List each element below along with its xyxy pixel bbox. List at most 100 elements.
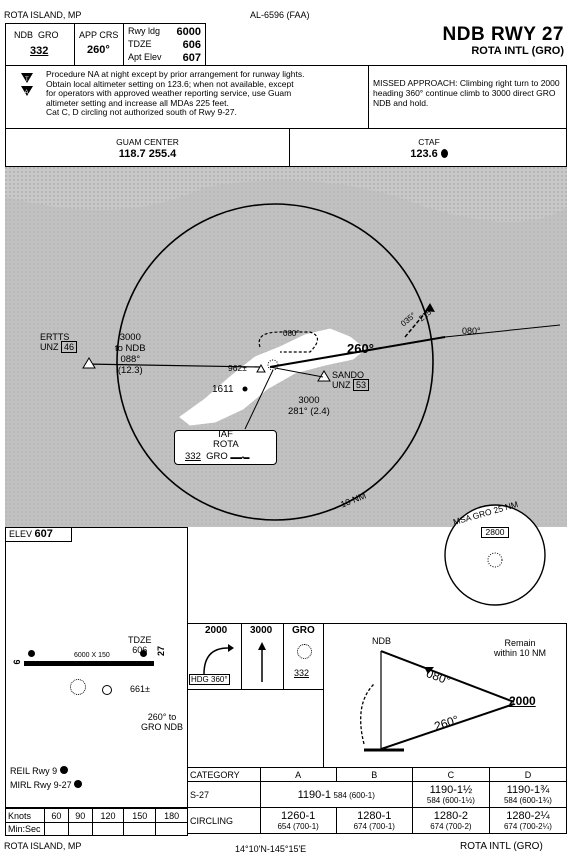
to-gro-ndb: 260° to GRO NDB <box>141 712 183 732</box>
ertts-route <box>84 363 261 368</box>
iaf-label: IAF <box>218 429 233 440</box>
header-location: ROTA ISLAND, MP <box>4 10 82 20</box>
plan-view <box>5 167 567 606</box>
tdze-label: TDZE <box>128 39 152 49</box>
remain-line2: within 10 NM <box>494 648 547 658</box>
mirl-text: MIRL Rwy 9-27 <box>10 780 72 790</box>
minima-header: D <box>488 767 568 782</box>
beacon-icon <box>70 679 86 695</box>
minima-row-label: S-27 <box>187 781 261 808</box>
elev-label: ELEV <box>9 529 33 539</box>
apt-elev-value: 607 <box>182 52 201 64</box>
sando-route-label: 3000 281° (2.4) <box>288 395 330 417</box>
arrow-icon <box>228 644 234 652</box>
minima-header: A <box>259 767 337 782</box>
morse-icon: ▬ ▬ ▪ ▬ <box>230 455 249 461</box>
ertts-fix-icon <box>82 357 96 369</box>
timing-cell <box>67 822 93 836</box>
remain-note: Remain within 10 NM <box>494 638 546 658</box>
reil-note-icon <box>59 766 68 774</box>
ertts-label: ERTTS UNZ 46 <box>40 332 78 353</box>
iaf-leader <box>244 369 274 430</box>
holding-pattern <box>258 331 319 353</box>
missed-approach-text: MISSED APPROACH: Climbing right turn to … <box>373 78 560 108</box>
profile-alt: 2000 <box>509 694 536 708</box>
hold-crs: 080° <box>283 329 300 338</box>
icon-gro: GRO <box>292 625 315 636</box>
runway-27: 27 <box>156 645 167 657</box>
icon-climb-2000: 2000 HDG 360° <box>187 623 242 690</box>
notes-text: Procedure NA at night except by prior ar… <box>46 69 366 118</box>
icon-alt2: 3000 <box>250 625 273 636</box>
apt-elev-label: Apt Elev <box>128 52 162 62</box>
sketch-tdze: TDZE 606 <box>128 635 152 655</box>
footer-coords: 14°10'N-145°15'E <box>235 844 307 854</box>
airport-name: ROTA INTL (GRO) <box>471 45 564 57</box>
timing-speed: 180 <box>155 808 188 823</box>
timing-cell <box>155 822 188 836</box>
timing-minsec-row: Min:Sec <box>5 822 188 836</box>
ctaf-freq-value: 123.6 <box>410 148 438 160</box>
spot-elevation-icon <box>242 386 248 392</box>
island <box>179 328 366 426</box>
note-line: altimeter setting and increase all MDAs … <box>46 97 229 108</box>
ob-661: 661± <box>130 684 150 694</box>
timing-label: Knots <box>5 808 45 823</box>
triangle-t-icon <box>21 73 33 83</box>
minima-sub: 584 (600-1) <box>333 790 375 800</box>
timing-cell <box>91 822 125 836</box>
reil-text: REIL Rwy 9 <box>10 766 58 776</box>
notes-symbols: T A <box>21 73 33 96</box>
airport-sketch: ELEV 607 TDZE 606 6000 X 150 27 9 661± 2… <box>5 527 188 808</box>
minima-row-label: CIRCLING <box>187 807 261 834</box>
minima-sub: 584 (600-1½) <box>426 796 475 805</box>
guam-center-label: GUAM CENTER <box>116 137 179 147</box>
timing-cell <box>44 822 69 836</box>
arrow-icon <box>424 667 434 674</box>
rwy-box: Rwy ldg 6000 TDZE 606 Apt Elev 607 <box>123 23 206 66</box>
ndb-id: GRO <box>38 30 59 40</box>
course-line-ext <box>444 324 561 338</box>
runway-dims: 6000 X 150 <box>74 652 110 659</box>
sando-unz-value: 53 <box>353 379 370 391</box>
sketch-tdze-value: 606 <box>132 645 148 655</box>
tdze-value: 606 <box>182 39 201 51</box>
app-crs-label: APP CRS <box>79 30 119 40</box>
inbound-crs: 260° <box>347 341 374 356</box>
minima-table: CATEGORY A B C D S-27 1190-1 584 (600-1)… <box>187 767 568 834</box>
ertts-alt: 3000 <box>119 332 141 343</box>
ob-1611: 1611 <box>212 384 234 395</box>
outbound-leg <box>380 650 515 703</box>
mirl-note-icon <box>74 780 83 788</box>
icon-hdg: HDG 360° <box>189 674 230 685</box>
remain-line1: Remain <box>504 638 536 648</box>
minima-header: CATEGORY <box>187 767 261 782</box>
elev-value: 607 <box>34 528 53 540</box>
iaf-id: GRO <box>206 451 228 462</box>
minima-main: 1260-1 <box>281 810 316 822</box>
msa-ndb-icon <box>487 552 503 568</box>
to-ndb-line2: GRO NDB <box>141 722 184 732</box>
sando-name: SANDO <box>332 370 365 380</box>
timing-knots-row: Knots 60 90 120 150 180 <box>5 808 188 823</box>
iaf-name: ROTA <box>213 439 239 450</box>
note-line: for operators with approved weather repo… <box>46 88 292 99</box>
note-line: Procedure NA at night except by prior ar… <box>46 69 305 79</box>
footer-location: ROTA ISLAND, MP <box>4 841 82 851</box>
sketch-tdze-label: TDZE <box>128 635 152 645</box>
minima-main: 1190-1 <box>297 788 331 801</box>
ertts-to: to NDB <box>115 343 146 354</box>
minima-header-row: CATEGORY A B C D <box>187 767 568 782</box>
note-line: Cat C, D circling not authorized south o… <box>46 107 237 118</box>
timing-speed: 90 <box>67 808 93 823</box>
profile-missed-track <box>360 683 375 745</box>
svg-text:A: A <box>25 90 29 96</box>
app-crs-value: 260° <box>87 44 110 56</box>
ertts-crs: 088° <box>120 354 141 365</box>
reil-icon <box>140 650 147 657</box>
profile-ndb: NDB <box>372 636 392 646</box>
runway-9: 9 <box>11 659 22 665</box>
arrow-icon <box>425 303 435 312</box>
